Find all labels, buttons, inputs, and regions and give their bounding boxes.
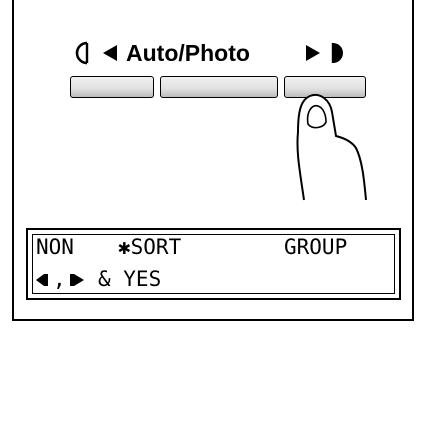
mode-label: Auto/Photo [126, 40, 250, 66]
left-arrow-icon [103, 45, 117, 61]
control-labels: Auto/Photo [0, 36, 426, 72]
option-group: GROUP [284, 235, 348, 259]
right-arrow-icon [306, 45, 320, 61]
lcd-line-1: NON ✱SORT GROUP [36, 234, 391, 260]
darker-brightness-icon [331, 43, 343, 63]
lcd-display: NON ✱SORT GROUP , & YES [26, 228, 401, 300]
lcd-inner-border [32, 234, 395, 294]
lighter-brightness-icon [75, 41, 89, 65]
left-select-icon [36, 274, 48, 286]
panel-frame [12, 0, 414, 321]
lcd-line-2: , & YES [36, 266, 391, 292]
option-non: NON [36, 235, 74, 259]
auto-photo-key[interactable] [160, 76, 278, 98]
option-sort: ✱SORT [118, 235, 182, 259]
confirm-yes: & YES [98, 267, 162, 291]
icon-separator: , [53, 267, 66, 291]
lighter-key[interactable] [70, 76, 154, 98]
pointing-finger-icon [296, 94, 367, 201]
right-select-icon [70, 274, 84, 286]
darker-key[interactable] [284, 76, 366, 98]
